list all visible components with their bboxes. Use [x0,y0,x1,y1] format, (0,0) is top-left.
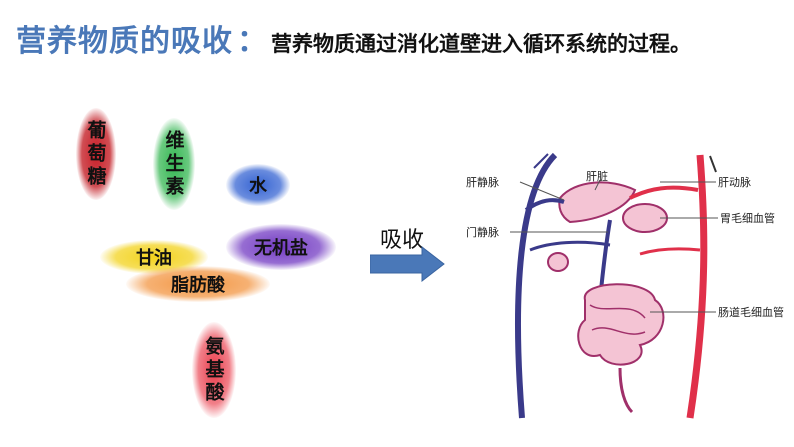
water-label: 水 [249,176,267,197]
vena-cava-icon [515,152,558,419]
fatty-acid-blob: 脂肪酸 [126,266,270,302]
absorb-label: 吸收 [380,228,425,253]
label-intestinal-capillaries: 肠道毛细血管 [718,305,784,319]
label-hepatic-vein: 肝静脉 [466,175,499,189]
title-main: 营养物质的吸收 [16,24,233,59]
fatty-acid-label: 脂肪酸 [171,275,225,296]
label-liver: 肝脏 [586,170,608,183]
vitamin-blob: 维生素 [153,118,195,210]
inorganic-salt-label: 无机盐 [254,238,308,259]
intestine-capillaries-icon [577,283,665,366]
water-blob: 水 [226,164,290,206]
aorta-icon [686,154,708,419]
amino-acid-label: 氨基酸 [202,335,225,405]
title-definition: 营养物质通过消化道壁进入循环系统的过程。 [271,32,691,56]
glucose-blob: 葡萄糖 [76,108,116,200]
vitamin-label: 维生素 [162,129,185,199]
page-title: 营养物质的吸收 ： 营养物质通过消化道壁进入循环系统的过程。 [16,16,691,62]
label-portal-vein: 门静脉 [466,225,499,239]
absorb-arrow-icon [370,246,445,282]
label-hepatic-artery: 肝动脉 [718,175,751,189]
liver-icon [558,181,637,224]
title-colon: ： [237,24,267,59]
glucose-label: 葡萄糖 [84,119,107,189]
circulation-diagram: 肝静脉 肝脏 肝动脉 门静脉 胃毛细血管 肠道毛细血管 [466,152,784,419]
glycerol-label: 甘油 [136,248,172,269]
label-stomach-capillaries: 胃毛细血管 [720,211,775,225]
amino-acid-blob: 氨基酸 [192,322,236,418]
glycerol-blob: 甘油 [100,240,208,274]
inorganic-salt-blob: 无机盐 [226,224,336,270]
